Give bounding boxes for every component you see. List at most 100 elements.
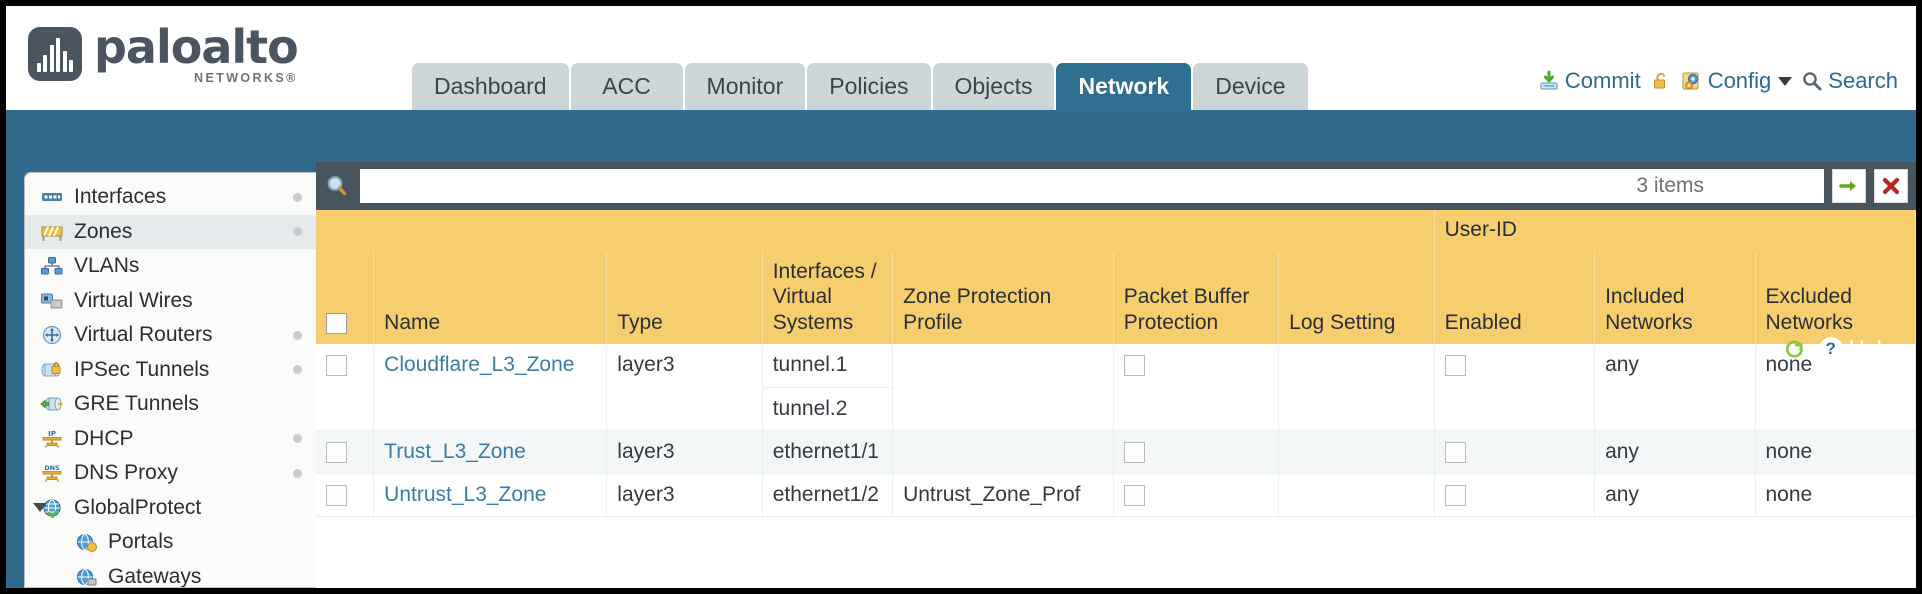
sidebar-item-label: Gateways (108, 564, 202, 588)
tab-device[interactable]: Device (1193, 62, 1308, 110)
row-select-cell (316, 430, 375, 475)
column-header-ifaces[interactable]: Interfaces / Virtual Systems (762, 251, 894, 345)
sidebar-item-status-dot (293, 468, 302, 478)
column-header-type[interactable]: Type (606, 251, 763, 345)
sidebar-item-status-dot (293, 330, 302, 340)
sidebar-item-label: Interfaces (74, 185, 167, 209)
packet-buffer-protection-checkbox[interactable] (1123, 355, 1145, 377)
zone-name-link[interactable]: Trust_L3_Zone (384, 439, 526, 463)
search-button[interactable]: Search (1801, 68, 1898, 94)
interfaces-cell: ethernet1/1 (762, 430, 894, 475)
sidebar-item-gateways[interactable]: Gateways (25, 560, 316, 588)
magnifier-icon[interactable] (322, 173, 352, 199)
brand-subtitle: NETWORKS® (194, 71, 298, 85)
userid-enabled-checkbox[interactable] (1444, 355, 1466, 377)
row-checkbox[interactable] (326, 355, 347, 377)
group-header-spacer (316, 210, 1435, 252)
commit-button[interactable]: Commit (1538, 68, 1641, 94)
sidebar-item-label: GlobalProtect (74, 495, 202, 519)
padlock-icon[interactable] (1650, 70, 1672, 92)
log-setting-cell (1278, 473, 1435, 518)
column-header-included[interactable]: Included Networks (1594, 251, 1756, 345)
select-all-checkbox[interactable] (326, 312, 347, 334)
sidebar-item-vlans[interactable]: VLANs (25, 249, 316, 284)
expand-triangle-icon[interactable] (33, 503, 47, 513)
zone-name-cell: Untrust_L3_Zone (373, 473, 608, 518)
interface-entry: tunnel.1 (762, 344, 893, 388)
help-label: Help (1848, 336, 1894, 361)
clear-filter-button[interactable] (1874, 169, 1908, 203)
row-checkbox[interactable] (326, 485, 347, 507)
filter-search-input[interactable] (360, 169, 1824, 203)
column-header-zpp[interactable]: Zone Protection Profile (892, 251, 1114, 345)
tab-network[interactable]: Network (1056, 62, 1192, 110)
zone-protection-profile-cell: Untrust_Zone_Prof (892, 473, 1114, 518)
sidebar-item-label: VLANs (74, 254, 140, 278)
sidebar-item-label: DNS Proxy (74, 461, 178, 485)
sidebar-item-label: Virtual Routers (74, 323, 213, 347)
sidebar-item-status-dot (293, 192, 302, 202)
virtual-wires-icon (39, 290, 65, 312)
sidebar-item-ipsec-tunnels[interactable]: IPSec Tunnels (25, 353, 316, 388)
interface-entry: ethernet1/2 (772, 483, 879, 507)
sidebar-item-virtual-routers[interactable]: Virtual Routers (25, 318, 316, 353)
config-label: Config (1707, 68, 1772, 93)
zone-name-link[interactable]: Cloudflare_L3_Zone (384, 353, 575, 377)
userid-enabled-cell (1434, 473, 1596, 518)
apply-filter-button[interactable] (1832, 169, 1866, 203)
sidebar-item-globalprotect[interactable]: GlobalProtect (25, 491, 316, 526)
log-setting-cell (1278, 344, 1435, 431)
config-menu[interactable]: Config (1681, 68, 1793, 94)
column-header-select[interactable] (316, 251, 375, 345)
paloalto-logo-icon (28, 27, 82, 82)
sidebar-item-zones[interactable]: Zones (25, 214, 316, 249)
bluebar-actions: ? Help (1783, 336, 1894, 362)
sidebar-item-virtual-wires[interactable]: Virtual Wires (25, 284, 316, 319)
userid-enabled-checkbox[interactable] (1444, 485, 1466, 507)
row-checkbox[interactable] (326, 441, 347, 463)
userid-enabled-checkbox[interactable] (1444, 441, 1466, 463)
tab-objects[interactable]: Objects (932, 62, 1055, 110)
brand-name: paloalto (94, 20, 299, 74)
help-link[interactable]: ? Help (1818, 336, 1894, 362)
gre-tunnels-icon (39, 393, 65, 415)
column-header-logset[interactable]: Log Setting (1278, 251, 1435, 345)
tab-monitor[interactable]: Monitor (684, 62, 806, 110)
tab-acc[interactable]: ACC (570, 62, 683, 110)
tab-policies[interactable]: Policies (807, 62, 931, 110)
sidebar-item-label: Zones (74, 219, 133, 243)
packet-buffer-protection-checkbox[interactable] (1123, 441, 1145, 463)
sidebar-item-interfaces[interactable]: Interfaces (25, 180, 316, 215)
interface-entry: tunnel.2 (772, 396, 848, 420)
sidebar-item-portals[interactable]: Portals (25, 525, 316, 560)
packet-buffer-protection-checkbox[interactable] (1123, 485, 1145, 507)
column-header-enabled[interactable]: Enabled (1434, 251, 1596, 345)
refresh-icon[interactable] (1783, 338, 1805, 360)
column-header-name[interactable]: Name (373, 251, 608, 345)
zone-type-cell: layer3 (606, 430, 763, 475)
filter-toolbar: 3 items (316, 162, 1916, 210)
column-header-excluded[interactable]: Excluded Networks (1755, 251, 1916, 345)
sidebar-item-gre-tunnels[interactable]: GRE Tunnels (25, 387, 316, 422)
zone-name-cell: Cloudflare_L3_Zone (373, 344, 608, 431)
column-header-pbp[interactable]: Packet Buffer Protection (1113, 251, 1280, 345)
row-select-cell (316, 473, 375, 518)
interface-entry: ethernet1/1 (772, 439, 879, 463)
log-setting-cell (1278, 430, 1435, 475)
interfaces-cell: ethernet1/2 (762, 473, 894, 518)
zone-name-link[interactable]: Untrust_L3_Zone (384, 483, 547, 507)
interfaces-cell: tunnel.1 tunnel.2 (762, 344, 894, 431)
zones-table-body: Cloudflare_L3_Zone layer3 tunnel.1 tunnel.2… (316, 344, 1916, 518)
tab-dashboard[interactable]: Dashboard (412, 62, 569, 110)
packet-buffer-protection-cell (1113, 344, 1280, 431)
